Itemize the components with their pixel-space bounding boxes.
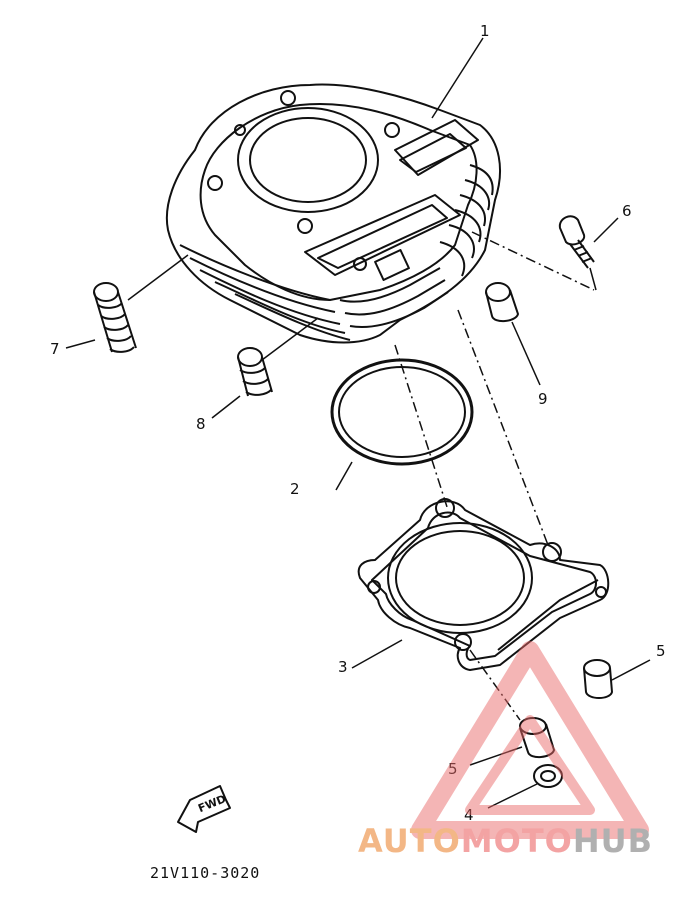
callout-8: 8 [196,415,206,433]
dowel-pin-right [583,659,614,699]
callout-2: 2 [290,480,300,498]
collar [485,282,520,322]
washer [533,764,563,788]
fwd-arrow: FWD [177,785,231,833]
watermark-triangle-icon [411,641,649,839]
callout-6: 6 [622,202,632,220]
callout-1: 1 [480,22,490,40]
cylinder-block [165,83,501,344]
dowel-pin-lower [519,717,556,758]
callout-9: 9 [538,390,548,408]
callout-3: 3 [338,658,348,676]
callout-4: 4 [464,806,474,824]
watermark-hub: HUB [573,822,653,860]
watermark-moto: MOTO [461,822,573,860]
leader-lines [65,37,651,809]
watermark-auto: AUTO [358,822,461,860]
o-ring [330,358,474,466]
center-lines [394,231,595,721]
bolt [558,215,595,269]
knock-pin-long [93,282,137,353]
part-code: 21V110-3020 [150,864,260,882]
callout-5a: 5 [656,642,666,660]
watermark: AUTOMOTOHUB [358,641,653,860]
watermark-text: AUTOMOTOHUB [358,822,653,860]
knock-pin-short [237,347,273,397]
cylinder-gasket [357,498,610,671]
callout-5b: 5 [448,760,458,778]
callout-7: 7 [50,340,60,358]
